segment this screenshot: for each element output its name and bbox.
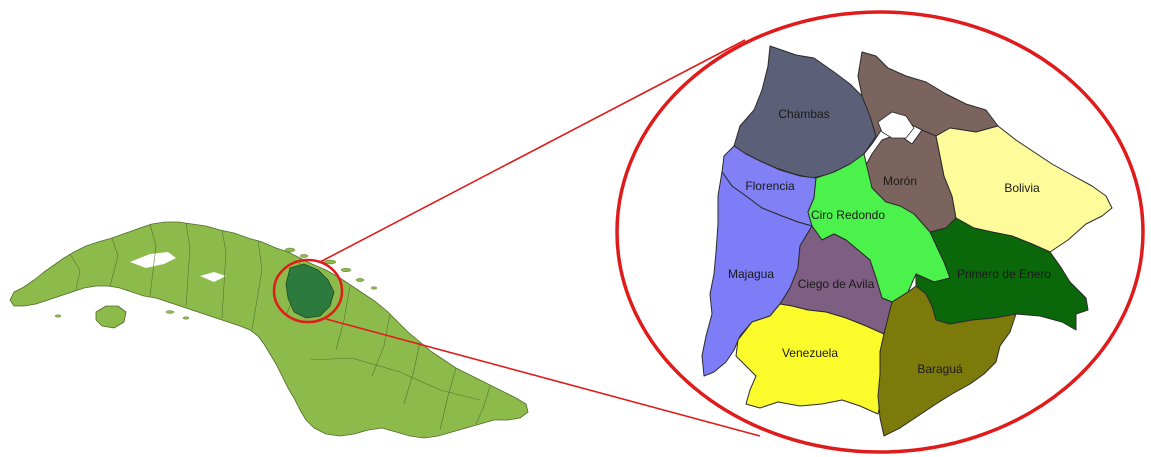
province-borders [69,222,491,431]
label-majagua: Majagua [728,267,774,281]
callout-lines [319,39,761,437]
municipality-map: Chambas Morón Florencia Ciro Redondo Bol… [701,45,1113,437]
cuba-bay [200,272,226,282]
isla-de-la-juventud [95,305,127,329]
label-moron: Morón [883,174,917,188]
highlighted-province [285,263,335,319]
cuba-island [9,221,529,439]
cuba-overview-map [9,221,529,439]
label-venezuela: Venezuela [782,346,838,360]
callout-ring-small [272,258,344,324]
north-keys [54,247,378,320]
callout-ring-large [615,10,1145,454]
municipality-primero-de-enero[interactable] [915,217,1089,331]
municipality-majagua[interactable] [701,171,813,377]
municipality-venezuela[interactable] [735,303,885,415]
label-ciego-de-avila: Ciego de Avila [798,277,875,291]
label-primero-de-enero: Primero de Enero [957,267,1051,281]
municipality-baragua[interactable] [877,285,1017,437]
label-ciro-redondo: Ciro Redondo [811,208,885,222]
label-florencia: Florencia [745,179,795,193]
label-baragua: Baraguá [917,362,963,376]
label-bolivia: Bolivia [1004,181,1040,195]
label-chambas: Chambas [778,107,829,121]
laguna-moron [877,111,915,139]
cuba-bay [130,252,176,268]
